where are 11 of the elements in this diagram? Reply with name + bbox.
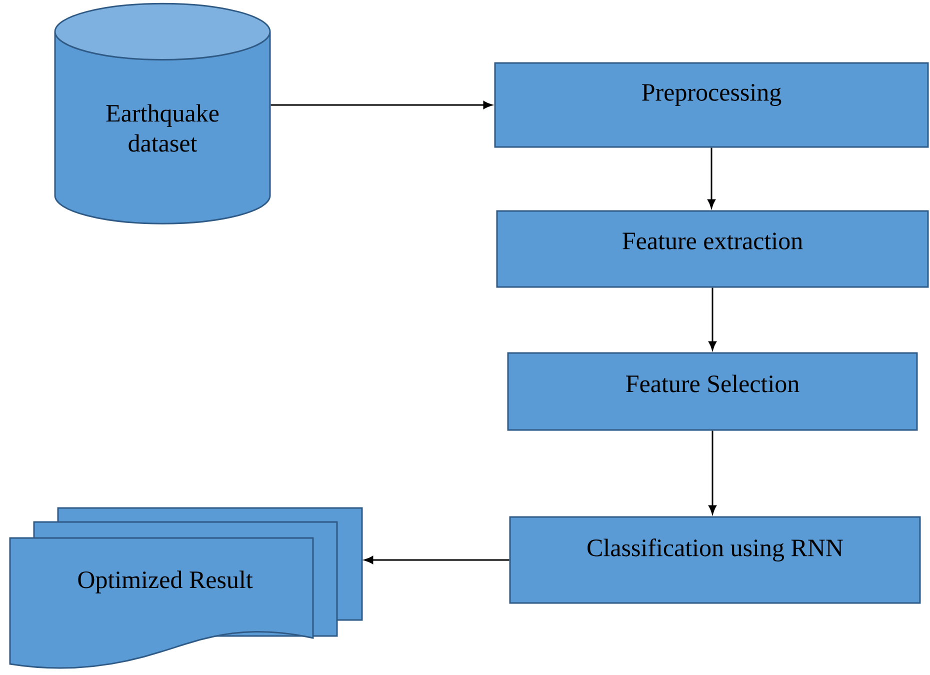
- process-box: Feature Selection: [507, 352, 918, 431]
- document-stack: Optimized Result: [9, 507, 363, 669]
- arrow: [708, 148, 716, 208]
- database-cylinder: Earthquake dataset: [54, 2, 271, 224]
- process-box: Classification using RNN: [509, 516, 921, 604]
- arrow: [708, 430, 716, 514]
- arrow: [708, 288, 716, 350]
- arrow: [364, 556, 510, 564]
- arrow: [270, 101, 492, 109]
- process-box: Preprocessing: [494, 62, 929, 148]
- process-box: Feature extraction: [496, 210, 929, 288]
